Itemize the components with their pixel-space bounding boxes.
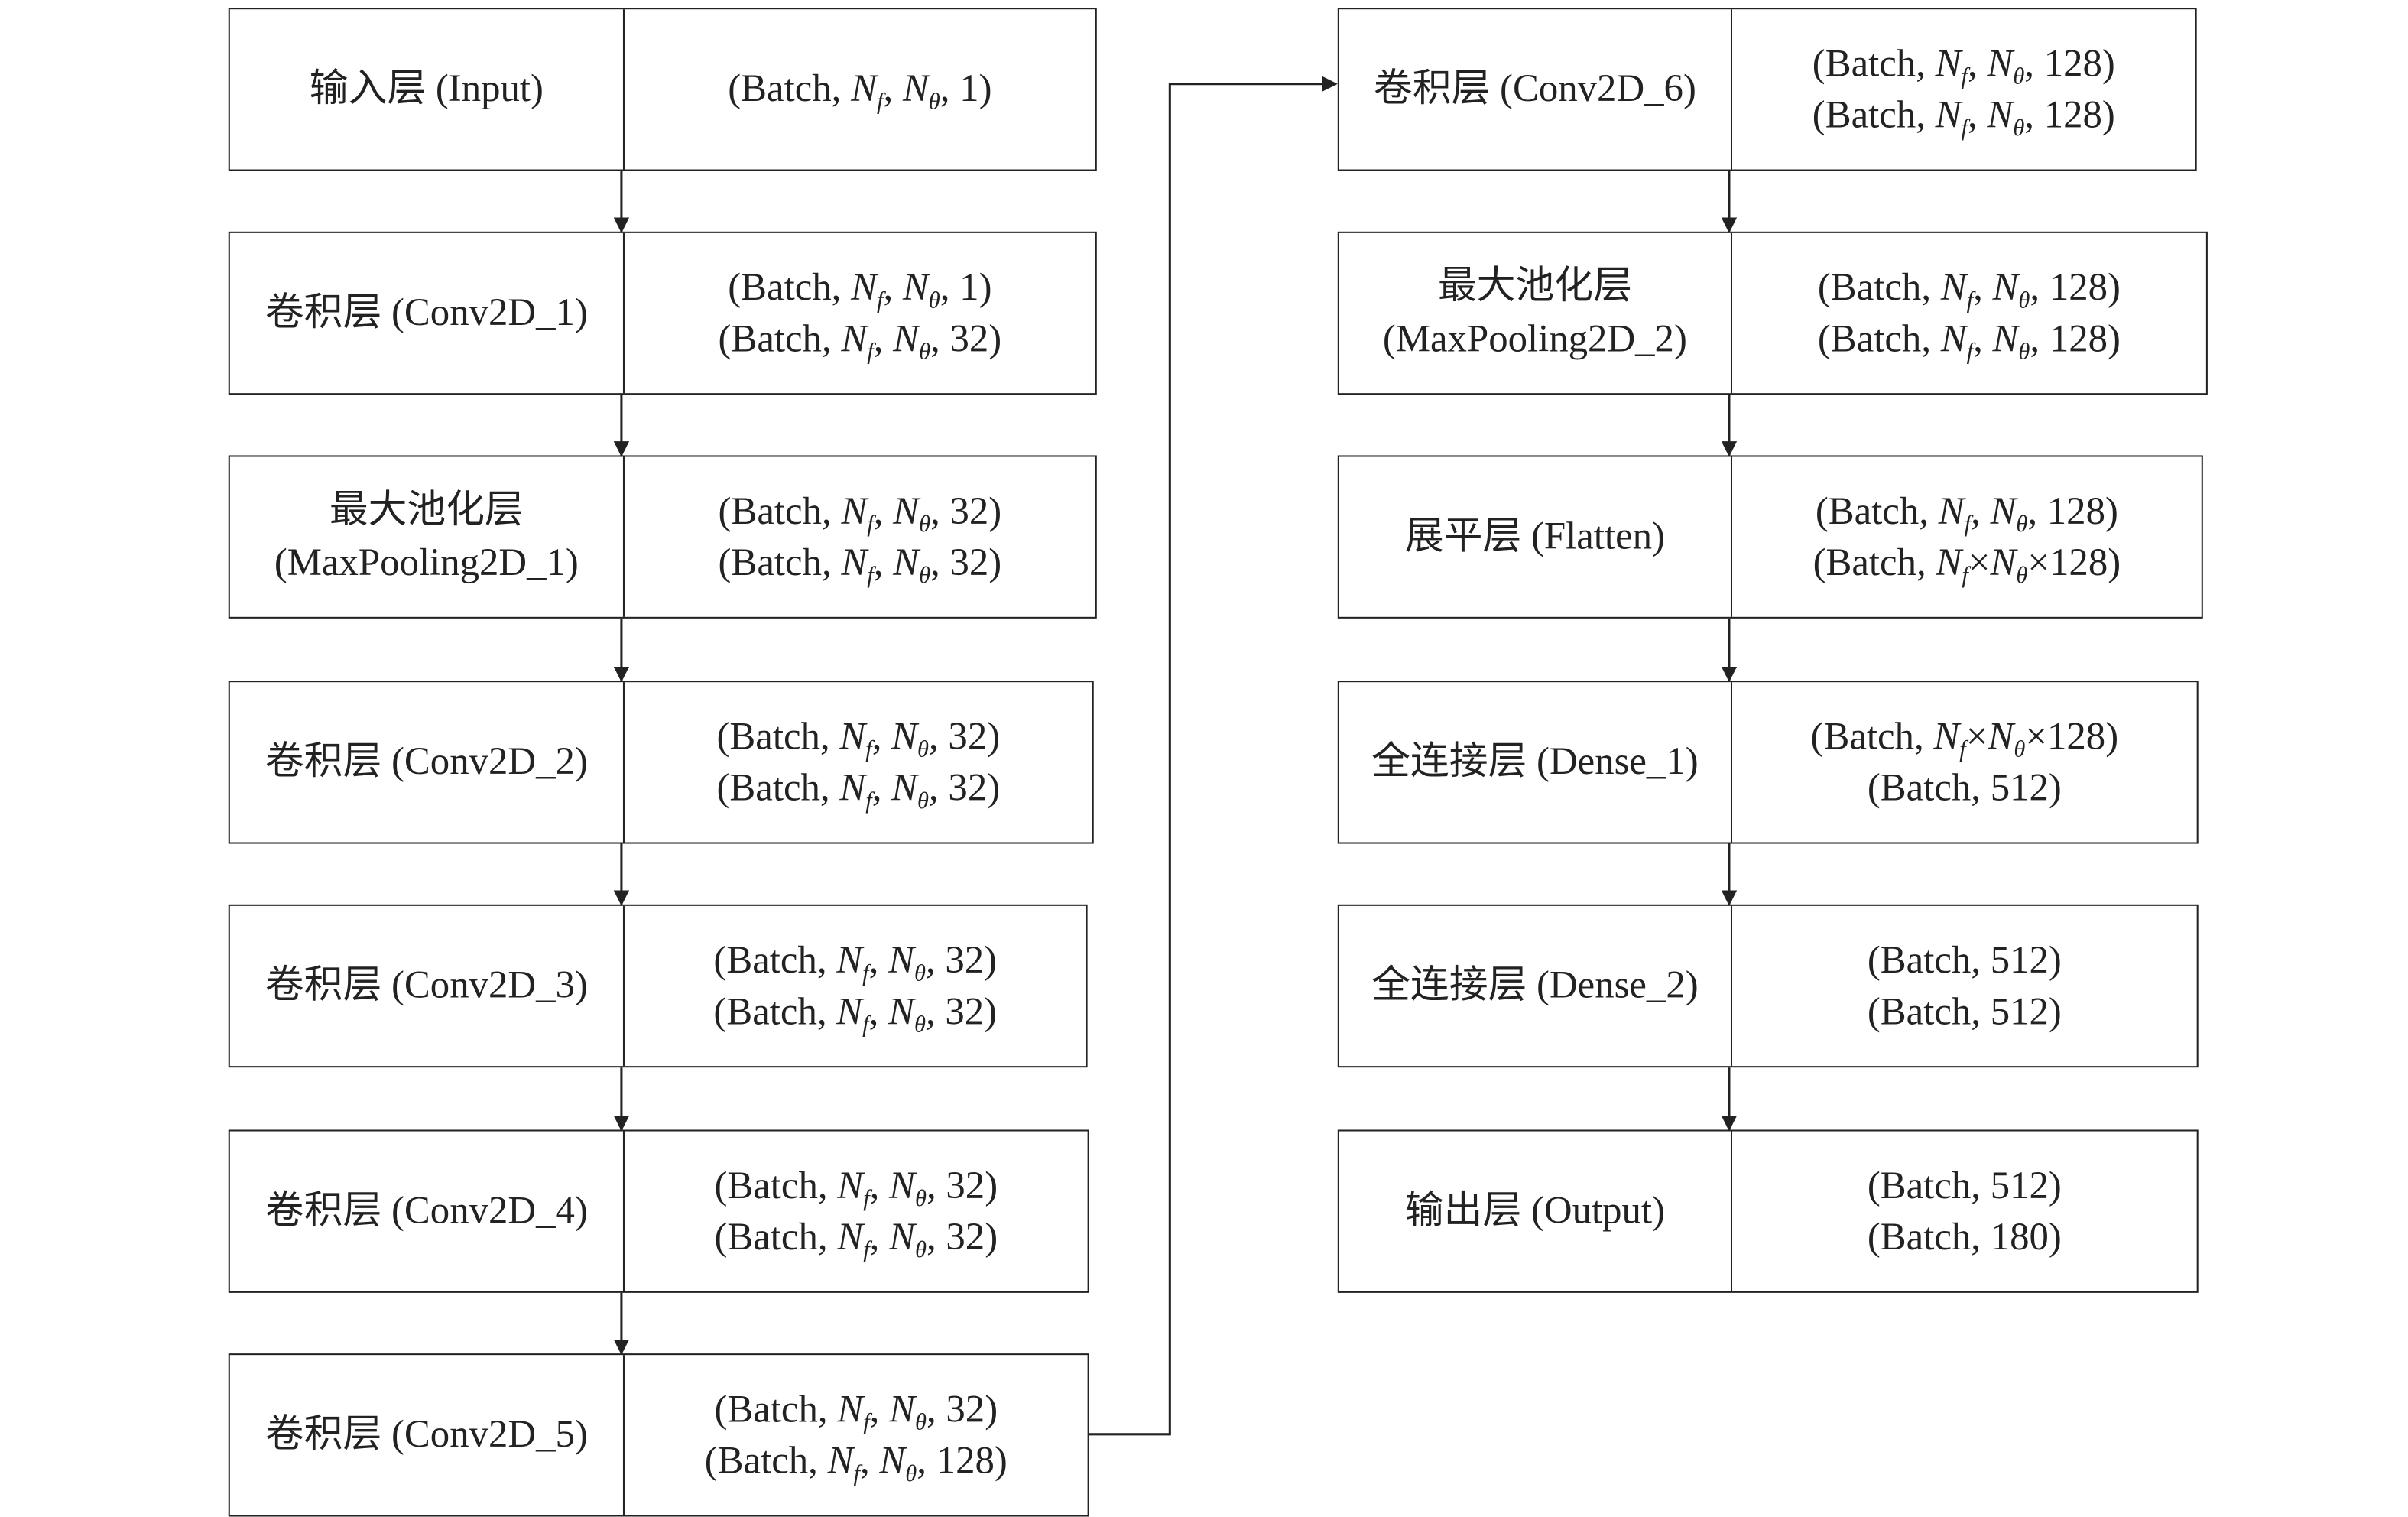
tensor-shapes: (Batch, Nf, Nθ, 32)(Batch, Nf, Nθ, 32) <box>625 456 1095 616</box>
layer-name: 卷积层 (Conv2D_3) <box>230 905 625 1067</box>
input-shape: (Batch, Nf×Nθ×128) <box>1810 715 2119 762</box>
input-shape: (Batch, Nf, Nθ, 32) <box>714 1388 998 1435</box>
input-shape: (Batch, Nf, Nθ, 1) <box>728 68 992 115</box>
tensor-shapes: (Batch, Nf, Nθ, 128)(Batch, Nf, Nθ, 128) <box>1732 9 2195 169</box>
input-shape: (Batch, Nf, Nθ, 32) <box>716 715 1001 762</box>
output-shape: (Batch, Nf, Nθ, 128) <box>1812 93 2115 141</box>
layer-box: 卷积层 (Conv2D_1) (Batch, Nf, Nθ, 1)(Batch, … <box>228 231 1097 395</box>
output-shape: (Batch, Nf, Nθ, 128) <box>1817 317 2121 365</box>
layer-box: 最大池化层 (MaxPooling2D_1) (Batch, Nf, Nθ, 32)… <box>228 455 1097 619</box>
column-connector-arrow <box>1089 76 1338 1436</box>
tensor-shapes: (Batch, Nf, Nθ, 32)(Batch, Nf, Nθ, 32) <box>625 906 1086 1066</box>
tensor-shapes: (Batch, Nf, Nθ, 128)(Batch, Nf, Nθ, 128) <box>1732 233 2206 393</box>
layer-name-line: 最大池化层 <box>1437 265 1632 307</box>
tensor-shapes: (Batch, 512) (Batch, 180) <box>1732 1132 2197 1291</box>
layer-name-line: 全连接层 (Dense_1) <box>1371 740 1699 783</box>
layer-box: 展平层 (Flatten) (Batch, Nf, Nθ, 128)(Batch,… <box>1337 455 2203 619</box>
layer-box: 输入层 (Input) (Batch, Nf, Nθ, 1) <box>228 8 1097 171</box>
layer-name: 卷积层 (Conv2D_5) <box>230 1355 625 1515</box>
output-shape: (Batch, Nf, Nθ, 32) <box>714 1216 998 1263</box>
output-shape: (Batch, Nf, Nθ, 32) <box>713 990 998 1038</box>
layer-name: 最大池化层 (MaxPooling2D_1) <box>230 456 625 617</box>
input-shape: (Batch, Nf, Nθ, 32) <box>713 939 998 986</box>
output-shape: (Batch, Nf, Nθ, 32) <box>718 541 1002 589</box>
output-shape: (Batch, 512) <box>1867 990 2062 1033</box>
layer-name: 卷积层 (Conv2D_6) <box>1339 9 1733 170</box>
input-shape: (Batch, 512) <box>1867 1165 2062 1207</box>
layer-name: 卷积层 (Conv2D_2) <box>230 682 625 843</box>
output-shape: (Batch, 512) <box>1867 766 2062 809</box>
layer-name-line: 卷积层 (Conv2D_1) <box>264 291 588 333</box>
tensor-shapes: (Batch, Nf, Nθ, 32)(Batch, Nf, Nθ, 128) <box>625 1355 1088 1515</box>
layer-box: 卷积层 (Conv2D_5) (Batch, Nf, Nθ, 32)(Batch,… <box>228 1353 1089 1517</box>
output-shape: (Batch, Nf, Nθ, 32) <box>716 766 1001 814</box>
input-shape: (Batch, Nf, Nθ, 128) <box>1817 266 2121 313</box>
layer-name-line: 卷积层 (Conv2D_3) <box>264 964 588 1006</box>
tensor-shapes: (Batch, 512) (Batch, 512) <box>1732 906 2197 1066</box>
layer-name-line: (MaxPooling2D_1) <box>274 541 579 584</box>
layer-name: 卷积层 (Conv2D_4) <box>230 1131 625 1291</box>
tensor-shapes: (Batch, Nf, Nθ, 32)(Batch, Nf, Nθ, 32) <box>625 682 1092 842</box>
output-shape: (Batch, 180) <box>1867 1216 2062 1259</box>
input-shape: (Batch, Nf, Nθ, 32) <box>718 490 1002 538</box>
tensor-shapes: (Batch, Nf×Nθ×128)(Batch, 512) <box>1732 682 2197 842</box>
layer-name: 卷积层 (Conv2D_1) <box>230 232 625 394</box>
input-shape: (Batch, 512) <box>1867 939 2062 982</box>
layer-name: 全连接层 (Dense_2) <box>1339 905 1733 1067</box>
input-shape: (Batch, Nf, Nθ, 1) <box>728 266 992 313</box>
layer-name-line: 卷积层 (Conv2D_6) <box>1373 67 1696 110</box>
layer-box: 卷积层 (Conv2D_3) (Batch, Nf, Nθ, 32)(Batch,… <box>228 904 1088 1068</box>
layer-box: 全连接层 (Dense_2) (Batch, 512) (Batch, 512) <box>1337 904 2199 1068</box>
layer-box: 最大池化层 (MaxPooling2D_2) (Batch, Nf, Nθ, 128… <box>1337 231 2208 395</box>
input-shape: (Batch, Nf, Nθ, 32) <box>714 1165 998 1212</box>
layer-name: 输入层 (Input) <box>230 9 625 170</box>
layer-box: 输出层 (Output) (Batch, 512) (Batch, 180) <box>1337 1129 2199 1293</box>
tensor-shapes: (Batch, Nf, Nθ, 1) <box>625 9 1095 169</box>
layer-box: 卷积层 (Conv2D_4) (Batch, Nf, Nθ, 32)(Batch,… <box>228 1129 1089 1293</box>
layer-name: 最大池化层 (MaxPooling2D_2) <box>1339 232 1733 394</box>
output-shape: (Batch, Nf, Nθ, 32) <box>718 317 1002 365</box>
layer-name: 展平层 (Flatten) <box>1339 456 1733 617</box>
layer-box: 卷积层 (Conv2D_6) (Batch, Nf, Nθ, 128)(Batch… <box>1337 8 2197 171</box>
layer-box: 全连接层 (Dense_1) (Batch, Nf×Nθ×128)(Batch, … <box>1337 681 2199 844</box>
layer-name-line: 输出层 (Output) <box>1404 1189 1665 1232</box>
tensor-shapes: (Batch, Nf, Nθ, 1)(Batch, Nf, Nθ, 32) <box>625 233 1095 393</box>
layer-name-line: 全连接层 (Dense_2) <box>1371 964 1699 1006</box>
layer-name-line: 最大池化层 <box>329 489 524 531</box>
output-shape: (Batch, Nf×Nθ×128) <box>1812 541 2121 589</box>
tensor-shapes: (Batch, Nf, Nθ, 32)(Batch, Nf, Nθ, 32) <box>625 1132 1088 1291</box>
layer-name-line: 输入层 (Input) <box>309 67 544 110</box>
layer-name-line: (MaxPooling2D_2) <box>1382 317 1687 360</box>
output-shape: (Batch, Nf, Nθ, 128) <box>704 1439 1008 1486</box>
layer-box: 卷积层 (Conv2D_2) (Batch, Nf, Nθ, 32)(Batch,… <box>228 681 1094 844</box>
layer-name-line: 卷积层 (Conv2D_4) <box>264 1189 588 1232</box>
input-shape: (Batch, Nf, Nθ, 128) <box>1815 490 2118 538</box>
layer-name: 输出层 (Output) <box>1339 1131 1733 1291</box>
layer-name-line: 卷积层 (Conv2D_2) <box>264 740 588 783</box>
tensor-shapes: (Batch, Nf, Nθ, 128)(Batch, Nf×Nθ×128) <box>1732 456 2202 616</box>
layer-name-line: 展平层 (Flatten) <box>1404 515 1665 557</box>
layer-name: 全连接层 (Dense_1) <box>1339 682 1733 843</box>
input-shape: (Batch, Nf, Nθ, 128) <box>1812 42 2115 89</box>
layer-name-line: 卷积层 (Conv2D_5) <box>264 1413 588 1456</box>
